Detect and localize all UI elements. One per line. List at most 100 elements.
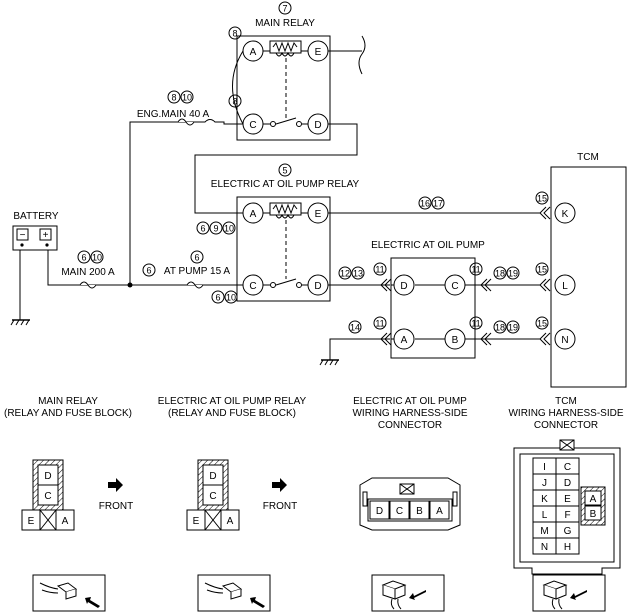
pump-relay-number: 5	[282, 166, 287, 176]
at-pump-fuse: 6 6 AT PUMP 15 A	[142, 250, 230, 289]
svg-text:9: 9	[213, 224, 218, 234]
svg-text:C: C	[44, 491, 51, 502]
svg-text:11: 11	[375, 319, 384, 329]
at-pump-label: AT PUMP 15 A	[164, 266, 230, 277]
svg-text:C: C	[396, 506, 403, 517]
pump-pin-a: A	[401, 335, 408, 346]
svg-text:12: 12	[340, 269, 350, 279]
svg-text:C: C	[209, 491, 216, 502]
main-relay: 7 MAIN RELAY A E C D 8 8	[228, 1, 331, 141]
tcm-conn-right-col: C D E F G H	[555, 457, 580, 555]
svg-text:11: 11	[471, 319, 480, 329]
pump-pin-c: C	[451, 281, 458, 292]
svg-text:13: 13	[353, 269, 363, 279]
svg-text:K: K	[541, 494, 548, 505]
svg-text:6: 6	[194, 253, 199, 263]
svg-text:18: 18	[495, 323, 505, 333]
tcm-conn-left-col: I J K L M N	[532, 457, 557, 555]
svg-text:10: 10	[92, 253, 102, 263]
svg-text:15: 15	[537, 194, 547, 204]
connector-view-icon-3	[371, 574, 445, 612]
tcm-pin-l: L	[562, 281, 568, 292]
svg-text:A: A	[590, 494, 597, 505]
svg-text:H: H	[564, 542, 571, 553]
svg-text:10: 10	[226, 293, 236, 303]
svg-text:15: 15	[537, 319, 547, 329]
connector-view-icon-2	[197, 574, 271, 612]
svg-text:F: F	[564, 510, 570, 521]
svg-text:D: D	[44, 471, 51, 482]
svg-text:6: 6	[215, 293, 220, 303]
main-200-label: MAIN 200 A	[61, 267, 115, 278]
svg-text:J: J	[542, 478, 547, 489]
main-relay-pin-d: D	[314, 120, 321, 131]
svg-text:ELECTRIC AT OIL PUMP: ELECTRIC AT OIL PUMP	[353, 396, 467, 407]
battery-plus: +	[43, 230, 49, 241]
pump-relay-pin-a: A	[250, 209, 257, 220]
tcm: TCM K L N 15 15 15 16 17 18 19 18 19	[418, 152, 627, 388]
pump-pin-d: D	[400, 281, 407, 292]
electric-oil-pump: ELECTRIC AT OIL PUMP D C A B 11 11 11 11…	[319, 240, 492, 366]
eng-main-label: ENG.MAIN 40 A	[137, 109, 210, 120]
svg-text:CONNECTOR: CONNECTOR	[534, 420, 598, 431]
svg-text:E: E	[28, 516, 35, 527]
junction-dot	[127, 282, 133, 288]
svg-text:18: 18	[495, 269, 505, 279]
svg-text:C: C	[564, 462, 571, 473]
svg-text:D: D	[564, 478, 571, 489]
connector-view-icon-4	[532, 574, 606, 612]
main-relay-circ-a: 8	[232, 29, 237, 39]
pump-relay-pin-d: D	[314, 281, 321, 292]
main-200-fuse: 6 10 MAIN 200 A	[61, 250, 115, 289]
tcm-title: TCM	[577, 152, 599, 163]
svg-text:E: E	[564, 494, 571, 505]
svg-text:G: G	[564, 526, 572, 537]
pump-pin-b: B	[452, 335, 459, 346]
svg-text:ELECTRIC AT OIL PUMP RELAY: ELECTRIC AT OIL PUMP RELAY	[158, 396, 307, 407]
tcm-pin-k: K	[562, 209, 569, 220]
svg-text:WIRING HARNESS-SIDE: WIRING HARNESS-SIDE	[352, 408, 467, 419]
battery: BATTERY − +	[10, 211, 59, 326]
svg-text:10: 10	[224, 224, 234, 234]
pump-relay-connector: D C E A FRONT	[186, 459, 297, 531]
front-arrow-icon	[272, 478, 287, 492]
svg-text:MAIN RELAY: MAIN RELAY	[38, 396, 98, 407]
svg-text:N: N	[541, 542, 548, 553]
main-relay-title: MAIN RELAY	[255, 18, 315, 29]
main-relay-pin-c: C	[249, 120, 256, 131]
svg-text:(RELAY AND FUSE BLOCK): (RELAY AND FUSE BLOCK)	[168, 408, 296, 419]
pump-relay-pin-c: C	[249, 281, 256, 292]
battery-minus: −	[20, 230, 26, 241]
main-relay-pin-a: A	[250, 47, 257, 58]
svg-text:17: 17	[433, 199, 443, 209]
svg-text:15: 15	[537, 265, 547, 275]
pump-title: ELECTRIC AT OIL PUMP	[371, 240, 485, 251]
pump-relay-pin-e: E	[315, 209, 322, 220]
wires	[19, 35, 540, 360]
pump-relay-title: ELECTRIC AT OIL PUMP RELAY	[211, 179, 360, 190]
pump-relay: 5 ELECTRIC AT OIL PUMP RELAY A E C D 6 9…	[196, 163, 365, 304]
captions: MAIN RELAY (RELAY AND FUSE BLOCK) ELECTR…	[4, 396, 624, 431]
tcm-pin-n: N	[561, 335, 568, 346]
svg-text:FRONT: FRONT	[99, 501, 133, 512]
pump-harness-connector: D C B A	[359, 477, 461, 531]
svg-text:FRONT: FRONT	[263, 501, 297, 512]
svg-text:19: 19	[508, 323, 518, 333]
battery-label: BATTERY	[13, 211, 59, 222]
svg-text:B: B	[416, 506, 423, 517]
svg-text:16: 16	[420, 199, 430, 209]
svg-text:11: 11	[471, 265, 480, 275]
svg-text:E: E	[193, 516, 200, 527]
svg-text:CONNECTOR: CONNECTOR	[378, 420, 442, 431]
svg-text:14: 14	[350, 323, 360, 333]
svg-text:A: A	[62, 516, 69, 527]
svg-text:(RELAY AND FUSE BLOCK): (RELAY AND FUSE BLOCK)	[4, 408, 132, 419]
svg-text:11: 11	[375, 265, 384, 275]
svg-text:19: 19	[508, 269, 518, 279]
connector-view-icon-1	[32, 574, 106, 612]
svg-text:I: I	[543, 462, 546, 473]
svg-text:TCM: TCM	[555, 396, 577, 407]
eng-main-fuse: 8 10 ENG.MAIN 40 A	[137, 90, 210, 126]
svg-text:M: M	[540, 526, 548, 537]
